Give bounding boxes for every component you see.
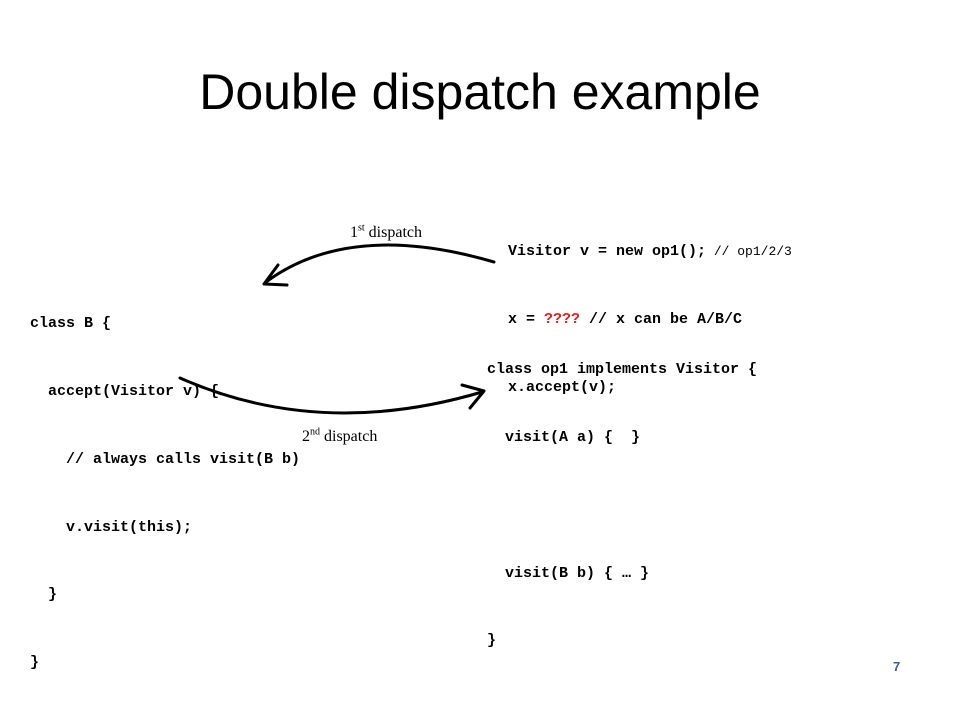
class-op1-line — [487, 495, 757, 518]
assignment-prefix: x = — [508, 310, 545, 328]
client-code-line-3: x.accept(v); — [508, 378, 617, 396]
class-b-line: } — [30, 654, 40, 672]
page-number: 7 — [893, 659, 901, 674]
class-b-line: } — [30, 586, 58, 604]
slide-title: Double dispatch example — [199, 64, 761, 120]
first-dispatch-text: dispatch — [364, 224, 422, 241]
second-dispatch-ordinal: nd — [310, 426, 320, 438]
class-op1-line: } — [487, 632, 497, 650]
assignment-comment: // x can be A/B/C — [580, 310, 743, 328]
client-code-block: Visitor v = new op1(); // op1/2/3 x = ??… — [508, 196, 792, 445]
first-dispatch-ordinal: st — [358, 222, 365, 234]
second-dispatch-number: 2 — [302, 428, 310, 445]
class-b-line: // always calls visit(B b) — [30, 450, 301, 468]
second-dispatch-arrowhead — [460, 383, 486, 410]
class-b-line: class B { — [30, 315, 112, 333]
second-dispatch-text: dispatch — [320, 428, 378, 445]
second-dispatch-label: 2nd dispatch — [302, 426, 378, 446]
client-code-line-1: Visitor v = new op1(); // op1/2/3 — [508, 241, 792, 264]
class-b-line: accept(Visitor v) { — [30, 382, 220, 400]
client-code-line-2: x = ???? // x can be A/B/C — [508, 309, 792, 332]
class-op1-line: visit(B b) { … } — [487, 564, 650, 582]
first-dispatch-label: 1st dispatch — [350, 222, 422, 242]
class-op1-line: class op1 implements Visitor { — [487, 361, 758, 379]
class-op1-code-block: class op1 implements Visitor { visit(A a… — [487, 314, 757, 698]
first-dispatch-number: 1 — [350, 224, 358, 241]
class-b-code-block: class B { accept(Visitor v) { // always … — [30, 268, 300, 720]
visitor-declaration: Visitor v = new op1(); — [508, 243, 707, 261]
visitor-comment: // op1/2/3 — [706, 244, 792, 260]
class-op1-line: visit(A a) { } — [487, 428, 641, 446]
class-b-line: v.visit(this); — [30, 518, 193, 536]
first-dispatch-arrow — [264, 243, 496, 284]
unknown-type-marker: ???? — [544, 310, 581, 328]
